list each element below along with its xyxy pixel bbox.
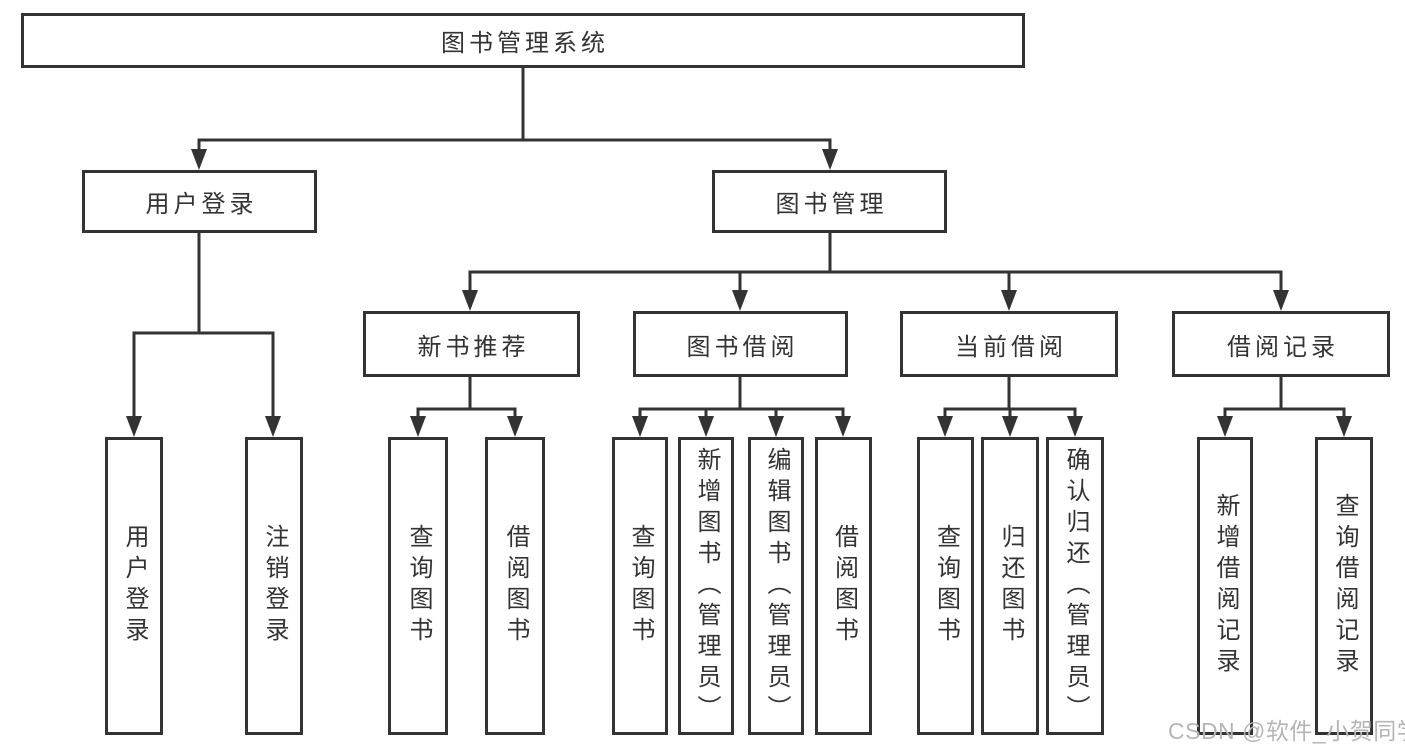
node-current-borrowing: 当前借阅: [900, 311, 1118, 377]
connector-book-management-to-children: [468, 233, 1283, 296]
node-borrowing-add-books-admin: 新增图书（管理员）: [678, 437, 734, 735]
node-book-borrowing: 图书借阅: [633, 311, 848, 377]
node-borrowing-query-books: 查询图书: [612, 437, 668, 735]
node-login-action: 用户登录: [105, 437, 163, 735]
node-borrowing-borrow-books: 借阅图书: [815, 437, 872, 735]
node-logout-action: 注销登录: [245, 437, 303, 735]
node-user-login: 用户登录: [82, 170, 317, 233]
connector-root-arrowheads: [191, 149, 838, 170]
node-root: 图书管理系统: [21, 13, 1025, 68]
connector-book-management-arrowheads: [462, 290, 1289, 311]
connector-new-book-recommend-arrowheads: [410, 416, 523, 437]
connector-user-login-to-children: [132, 233, 275, 422]
connector-current-borrowing-to-children: [943, 377, 1077, 422]
connector-borrowing-records-to-children: [1223, 377, 1346, 422]
node-borrowing-edit-books-admin: 编辑图书（管理员）: [748, 437, 804, 735]
csdn-watermark: CSDN @软件_小贺同学: [1168, 718, 1405, 744]
node-records-query-borrow-record: 查询借阅记录: [1315, 437, 1373, 735]
node-records-add-borrow-record: 新增借阅记录: [1197, 437, 1253, 735]
node-current-confirm-return-admin: 确认归还（管理员）: [1046, 437, 1104, 735]
connector-book-borrowing-to-children: [638, 377, 845, 422]
node-current-query-books: 查询图书: [917, 437, 974, 735]
connector-new-book-recommend-to-children: [416, 377, 517, 422]
node-current-return-books: 归还图书: [981, 437, 1039, 735]
connector-root-to-children: [197, 68, 832, 155]
connector-current-borrowing-arrowheads: [937, 416, 1083, 437]
node-borrowing-records: 借阅记录: [1172, 311, 1390, 377]
node-recommend-query-books: 查询图书: [388, 437, 448, 735]
node-new-book-recommend: 新书推荐: [363, 311, 580, 377]
connector-book-borrowing-arrowheads: [632, 416, 851, 437]
connector-user-login-arrowheads: [126, 416, 281, 437]
node-recommend-borrow-books: 借阅图书: [485, 437, 545, 735]
node-book-management: 图书管理: [712, 170, 947, 233]
connector-borrowing-records-arrowheads: [1217, 416, 1352, 437]
